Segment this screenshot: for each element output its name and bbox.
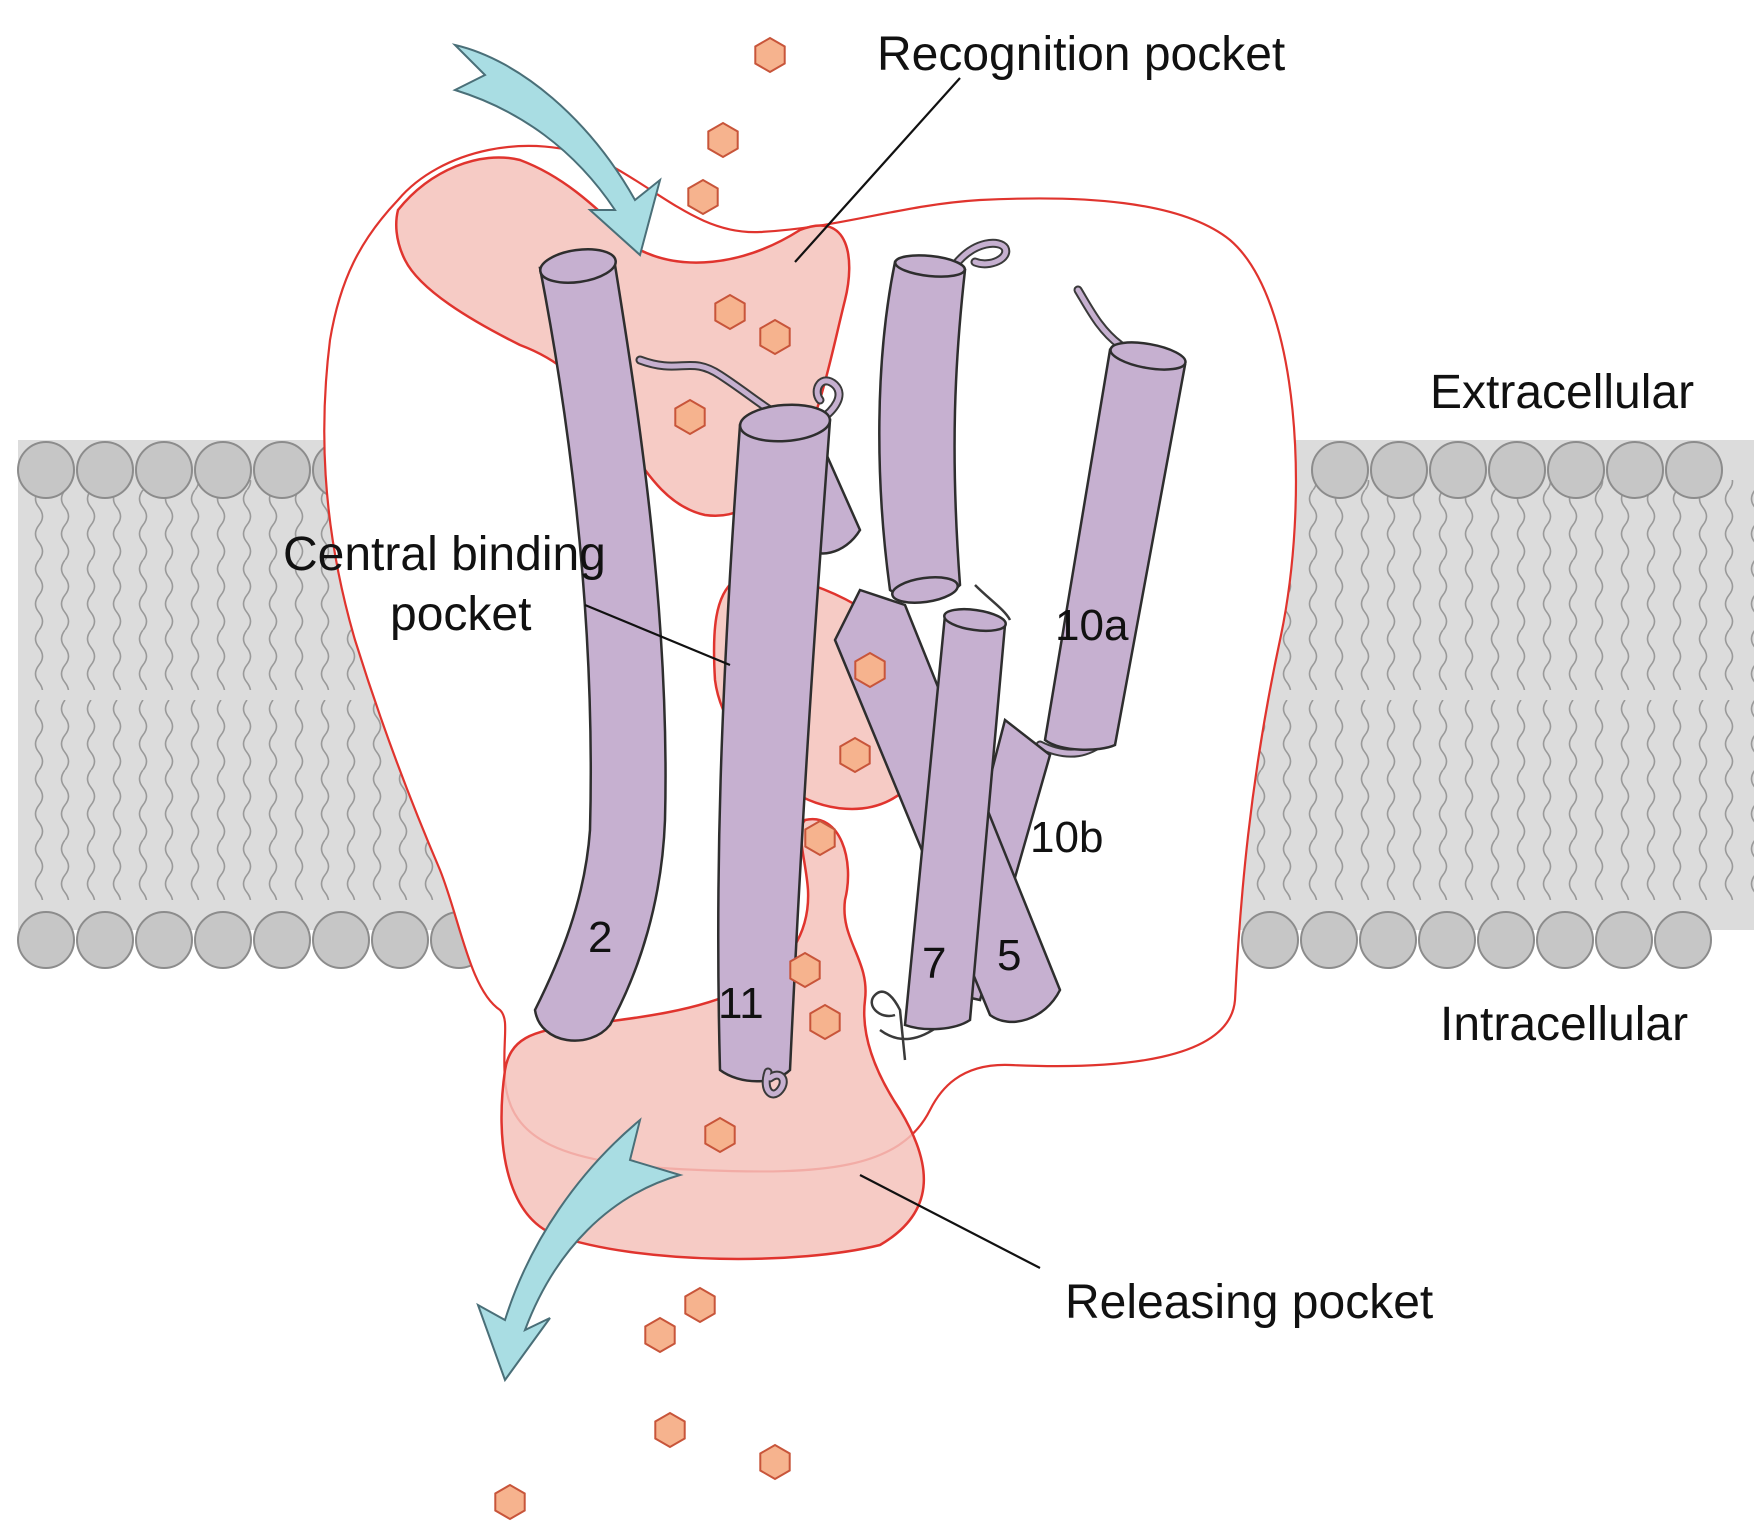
- substrate-hexagon: [759, 318, 791, 356]
- label-helix-11: 11: [718, 979, 764, 1028]
- lipid-head: [135, 441, 193, 499]
- substrate-hexagon: [684, 1286, 716, 1324]
- substrate-hexagon: [839, 736, 871, 774]
- lipid-head: [1547, 441, 1605, 499]
- label-extracellular: Extracellular: [1430, 366, 1694, 419]
- lipid-head: [1300, 911, 1358, 969]
- substrate-hexagon: [707, 121, 739, 159]
- label-helix-5: 5: [997, 931, 1021, 980]
- substrate-hexagon: [789, 951, 821, 989]
- lipid-head: [135, 911, 193, 969]
- lipid-head: [1665, 441, 1723, 499]
- helix-7: [903, 607, 1007, 1031]
- lipid-head: [1418, 911, 1476, 969]
- lipid-head: [253, 441, 311, 499]
- substrate-hexagon: [754, 36, 786, 74]
- substrate-hexagon: [809, 1003, 841, 1041]
- lipid-head: [1536, 911, 1594, 969]
- label-recognition-pocket: Recognition pocket: [877, 28, 1285, 81]
- lipid-head: [76, 911, 134, 969]
- lipid-head: [1595, 911, 1653, 969]
- substrate-hexagon: [759, 1443, 791, 1481]
- lipid-head: [1488, 441, 1546, 499]
- lipid-head: [1654, 911, 1712, 969]
- label-helix-2: 2: [588, 913, 612, 962]
- substrate-hexagon: [494, 1483, 526, 1521]
- helix-10a: [1043, 341, 1187, 751]
- label-central-binding-line2: pocket: [390, 588, 531, 641]
- lipid-head: [194, 441, 252, 499]
- helix-11: [716, 403, 832, 1099]
- substrate-hexagon: [704, 1116, 736, 1154]
- loop-5-10a: [974, 584, 1012, 621]
- substrate-hexagon: [854, 651, 886, 689]
- substrate-hexagon: [804, 819, 836, 857]
- loop-7-5: [870, 990, 907, 1061]
- label-helix-7: 7: [922, 939, 946, 988]
- substrate-hexagon: [674, 398, 706, 436]
- substrate-hexagon: [654, 1411, 686, 1449]
- label-releasing-pocket: Releasing pocket: [1065, 1276, 1433, 1329]
- lipid-head: [312, 911, 370, 969]
- substrate-hexagon: [714, 293, 746, 331]
- lipid-head: [1606, 441, 1664, 499]
- lipid-head: [17, 911, 75, 969]
- lipid-head: [1370, 441, 1428, 499]
- lipid-head: [1477, 911, 1535, 969]
- lipid-head: [194, 911, 252, 969]
- lipid-head: [76, 441, 134, 499]
- lipid-head: [17, 441, 75, 499]
- leader-releasing: [859, 1174, 1041, 1269]
- exit-arrow: [476, 1117, 684, 1383]
- label-helix-10b: 10b: [1030, 813, 1103, 862]
- label-intracellular: Intracellular: [1440, 998, 1688, 1051]
- lipid-head: [371, 911, 429, 969]
- entry-arrow: [451, 43, 662, 257]
- lipid-head: [1359, 911, 1417, 969]
- lipid-head: [1311, 441, 1369, 499]
- substrate-molecules: [494, 36, 886, 1521]
- helix-2: [533, 248, 667, 1042]
- lipid-head: [253, 911, 311, 969]
- leader-recognition: [794, 77, 961, 263]
- substrate-hexagon: [687, 178, 719, 216]
- helix-upper-center: [878, 254, 967, 604]
- lipid-head: [1241, 911, 1299, 969]
- label-central-binding-line1: Central binding: [283, 528, 606, 581]
- leader-central: [584, 603, 731, 667]
- lipid-head: [1429, 441, 1487, 499]
- substrate-hexagon: [644, 1316, 676, 1354]
- label-helix-10a: 10a: [1055, 601, 1129, 650]
